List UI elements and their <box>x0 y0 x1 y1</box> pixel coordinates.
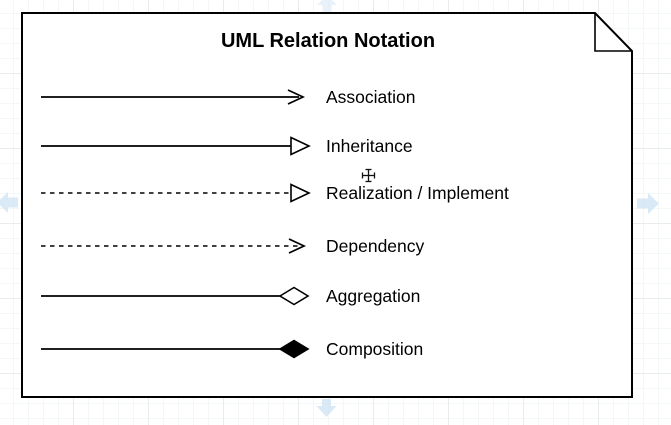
note-shape[interactable]: UML Relation Notation <box>21 12 633 398</box>
open-arrowhead-icon <box>288 238 307 254</box>
direction-arrow-bottom-icon[interactable] <box>316 399 337 417</box>
row-label[interactable]: Composition <box>326 339 423 359</box>
note-outline[interactable] <box>21 12 633 398</box>
direction-arrow-left-icon[interactable] <box>0 192 18 213</box>
direction-arrows <box>0 0 659 417</box>
hollow-triangle-arrowhead-icon <box>290 183 311 203</box>
open-arrowhead-icon <box>287 89 306 105</box>
row-label[interactable]: Realization / Implement <box>326 183 509 203</box>
legend-row-realization[interactable]: Realization / Implement <box>41 183 509 203</box>
note-fold-icon <box>594 13 632 52</box>
direction-arrow-top-icon[interactable] <box>317 0 337 12</box>
filled-diamond-icon <box>278 339 310 359</box>
note-title: UML Relation Notation <box>221 30 435 52</box>
hollow-diamond-icon <box>278 286 310 306</box>
row-label[interactable]: Inheritance <box>326 136 413 156</box>
legend-row-association[interactable]: Association <box>41 87 416 107</box>
row-label[interactable]: Aggregation <box>326 286 420 306</box>
legend-row-dependency[interactable]: Dependency <box>41 236 425 256</box>
direction-arrow-right-icon[interactable] <box>637 193 659 214</box>
crosshair-cursor-icon <box>361 168 376 183</box>
legend-row-composition[interactable]: Composition <box>41 339 423 359</box>
row-label[interactable]: Association <box>326 87 416 107</box>
legend-row-aggregation[interactable]: Aggregation <box>41 286 420 306</box>
hollow-triangle-arrowhead-icon <box>290 136 311 156</box>
legend-row-inheritance[interactable]: Inheritance <box>41 136 413 156</box>
row-label[interactable]: Dependency <box>326 236 425 256</box>
